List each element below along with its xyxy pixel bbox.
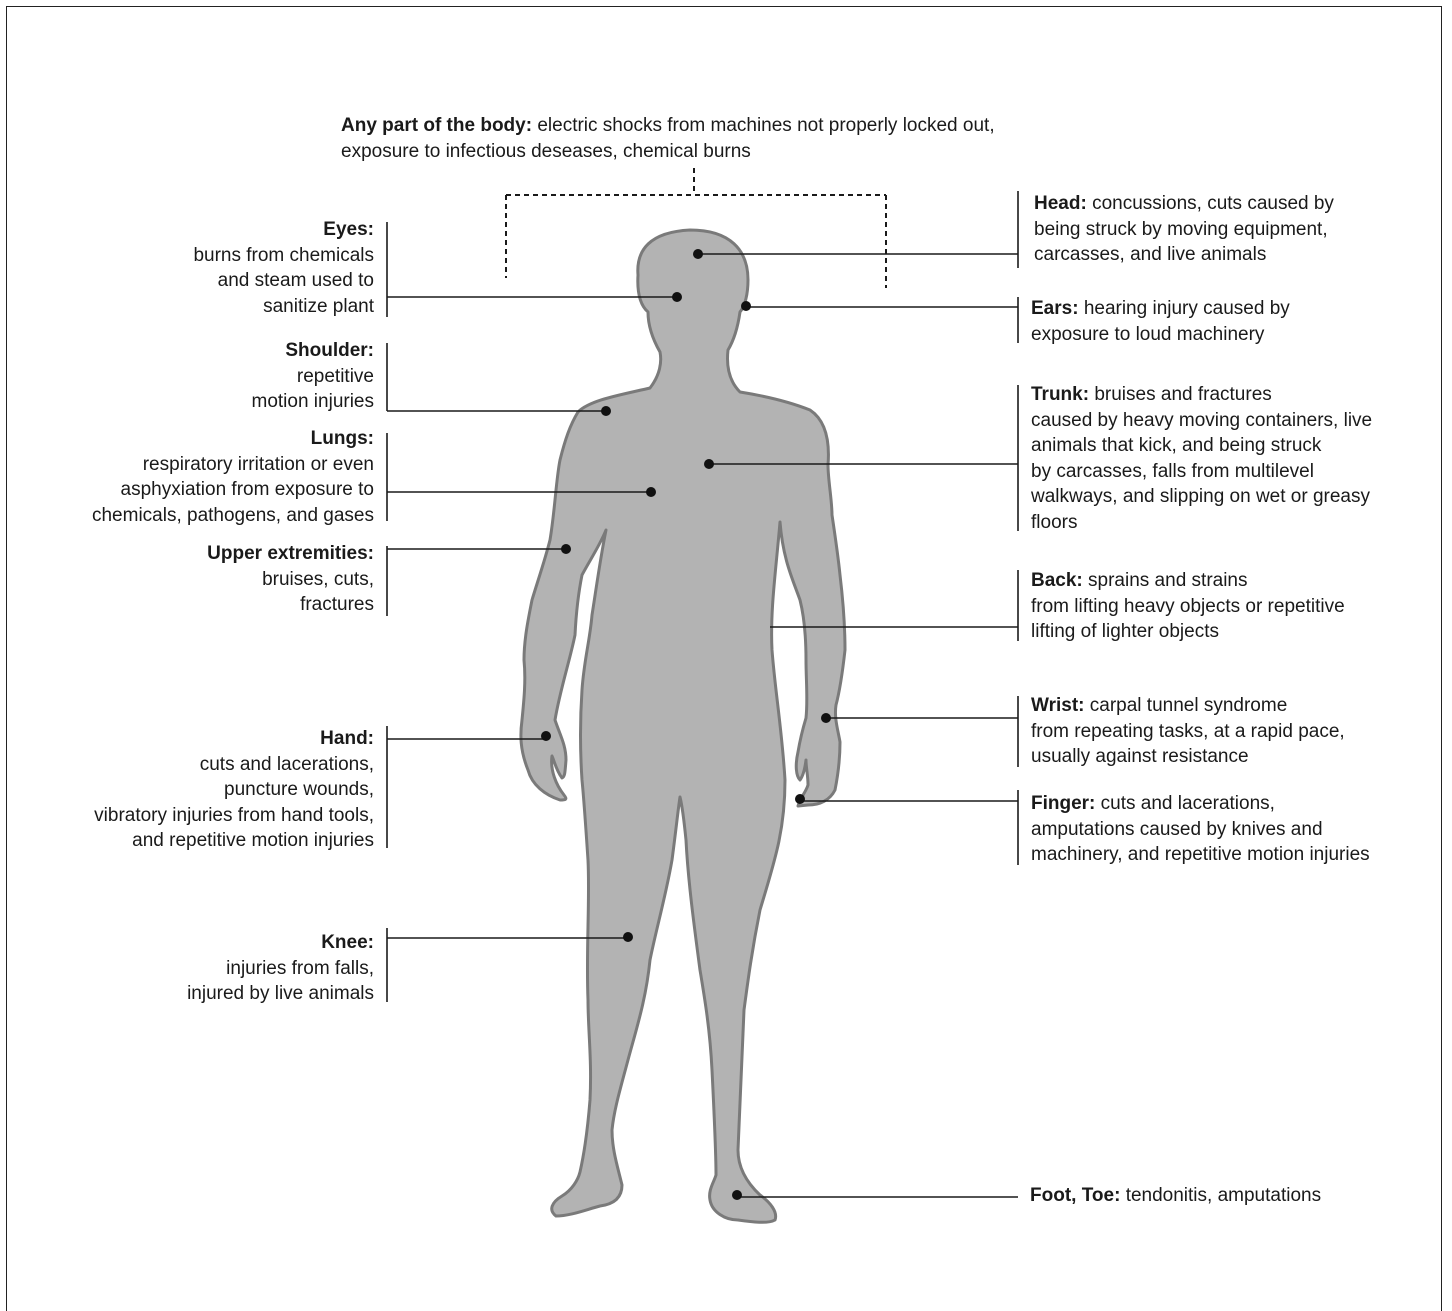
trunk-line-4: by carcasses, falls from multilevel [1031,459,1372,485]
head-line-2: being struck by moving equipment, [1034,217,1334,243]
wrist-line-3: usually against resistance [1031,744,1345,770]
wrist-line-1: carpal tunnel syndrome [1090,695,1288,716]
finger-line-3: machinery, and repetitive motion injurie… [1031,842,1370,868]
ears-title: Ears: [1031,298,1079,319]
trunk-line-3: animals that kick, and being struck [1031,433,1372,459]
trunk-line-5: walkways, and slipping on wet or greasy [1031,484,1372,510]
ears-line-2: exposure to loud machinery [1031,322,1290,348]
foot-line-1: tendonitis, amputations [1126,1185,1321,1206]
head-title: Head: [1034,193,1087,214]
label-finger: Finger: cuts and lacerations, amputation… [1031,791,1370,868]
label-head: Head: concussions, cuts caused by being … [1034,191,1334,268]
dot-trunk [704,459,714,469]
label-eyes: Eyes: burns from chemicals and steam use… [193,217,374,319]
dot-lungs [646,487,656,497]
lungs-title: Lungs: [92,426,374,452]
shoulder-line-1: repetitive [252,364,375,390]
eyes-line-3: sanitize plant [193,294,374,320]
trunk-line-6: floors [1031,510,1372,536]
back-line-3: lifting of lighter objects [1031,619,1345,645]
dot-shoulder [601,406,611,416]
head-line-1: concussions, cuts caused by [1092,193,1334,214]
dot-head [693,249,703,259]
dot-ears [741,301,751,311]
eyes-title: Eyes: [193,217,374,243]
hand-line-3: vibratory injuries from hand tools, [94,803,374,829]
label-lungs: Lungs: respiratory irritation or even as… [92,426,374,528]
knee-line-1: injuries from falls, [187,956,374,982]
dot-wrist [821,713,831,723]
finger-line-1: cuts and lacerations, [1101,793,1275,814]
label-ears: Ears: hearing injury caused by exposure … [1031,296,1290,347]
dot-hand [541,731,551,741]
back-line-1: sprains and strains [1088,570,1247,591]
hand-line-4: and repetitive motion injuries [94,828,374,854]
shoulder-line-2: motion injuries [252,389,375,415]
lungs-line-2: asphyxiation from exposure to [92,477,374,503]
wrist-line-2: from repeating tasks, at a rapid pace, [1031,719,1345,745]
hand-line-1: cuts and lacerations, [94,752,374,778]
eyes-line-1: burns from chemicals [193,243,374,269]
any-part-line-1: electric shocks from machines not proper… [537,115,994,136]
lungs-line-1: respiratory irritation or even [92,452,374,478]
ears-line-1: hearing injury caused by [1084,298,1290,319]
hand-line-2: puncture wounds, [94,777,374,803]
trunk-line-2: caused by heavy moving containers, live [1031,408,1372,434]
label-trunk: Trunk: bruises and fractures caused by h… [1031,382,1372,535]
dot-eyes [672,292,682,302]
label-upper-extremities: Upper extremities: bruises, cuts, fractu… [207,541,374,618]
finger-line-2: amputations caused by knives and [1031,817,1370,843]
shoulder-title: Shoulder: [252,338,375,364]
eyes-line-2: and steam used to [193,268,374,294]
hand-title: Hand: [94,726,374,752]
any-part-title: Any part of the body: [341,115,532,136]
dot-foot [732,1190,742,1200]
knee-line-2: injured by live animals [187,981,374,1007]
label-wrist: Wrist: carpal tunnel syndrome from repea… [1031,693,1345,770]
upper-line-2: fractures [207,592,374,618]
knee-title: Knee: [187,930,374,956]
lungs-line-3: chemicals, pathogens, and gases [92,503,374,529]
back-line-2: from lifting heavy objects or repetitive [1031,594,1345,620]
finger-title: Finger: [1031,793,1095,814]
label-hand: Hand: cuts and lacerations, puncture wou… [94,726,374,854]
body-outline [521,230,845,1222]
head-line-3: carcasses, and live animals [1034,242,1334,268]
body-silhouette [521,230,845,1222]
dot-upper [561,544,571,554]
foot-title: Foot, Toe: [1030,1185,1120,1206]
label-foot-toe: Foot, Toe: tendonitis, amputations [1030,1183,1321,1209]
dot-knee [623,932,633,942]
label-shoulder: Shoulder: repetitive motion injuries [252,338,375,415]
upper-title: Upper extremities: [207,541,374,567]
upper-line-1: bruises, cuts, [207,567,374,593]
trunk-title: Trunk: [1031,384,1089,405]
label-any-part: Any part of the body: electric shocks fr… [341,113,995,164]
any-part-line-2: exposure to infectious deseases, chemica… [341,139,995,165]
back-title: Back: [1031,570,1083,591]
wrist-title: Wrist: [1031,695,1084,716]
trunk-line-1: bruises and fractures [1094,384,1271,405]
label-knee: Knee: injuries from falls, injured by li… [187,930,374,1007]
label-back: Back: sprains and strains from lifting h… [1031,568,1345,645]
dot-finger [795,794,805,804]
